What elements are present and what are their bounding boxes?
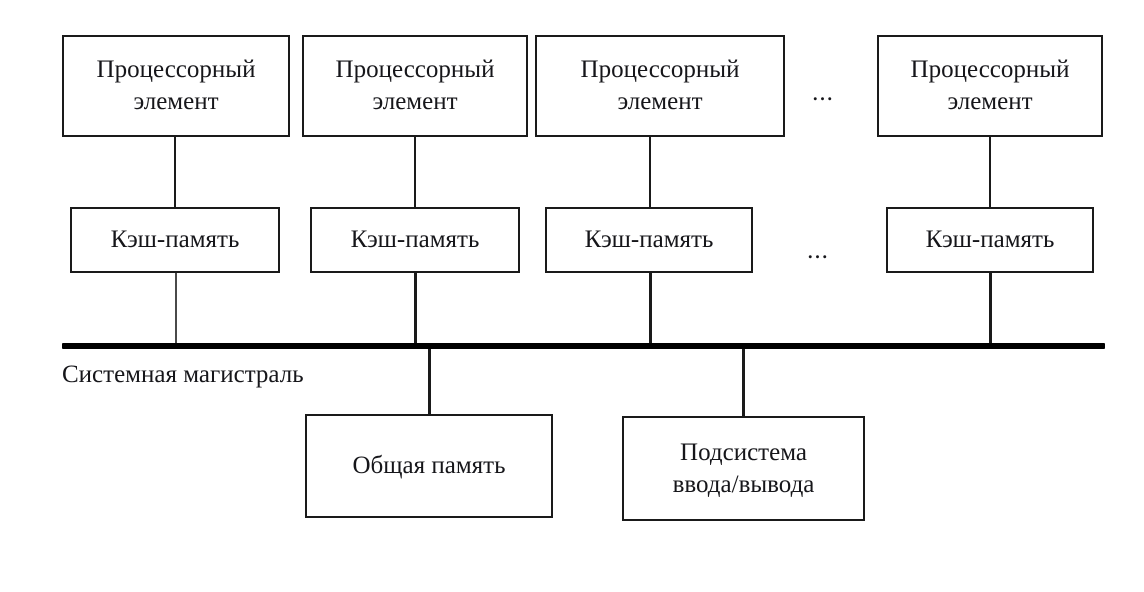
cache-memory-box-3: Кэш-память: [545, 207, 753, 273]
cache-memory-label-1: Кэш-память: [110, 226, 240, 253]
connector-cache-bus-3: [649, 273, 652, 346]
system-bus-line: [62, 343, 1105, 349]
connector-processor-cache-1: [174, 137, 176, 207]
system-bus-label: Системная магистраль: [62, 361, 304, 388]
connector-cache-bus-1: [175, 273, 177, 346]
connector-processor-cache-4: [989, 137, 991, 207]
connector-bus-shared-memory: [428, 348, 431, 415]
processor-row-ellipsis: ...: [812, 79, 834, 106]
cache-row-ellipsis: ...: [807, 237, 829, 264]
connector-processor-cache-2: [414, 137, 416, 207]
shared-memory-label: Общая память: [352, 452, 506, 479]
cache-memory-box-2: Кэш-память: [310, 207, 520, 273]
cache-memory-label-3: Кэш-память: [584, 226, 714, 253]
connector-cache-bus-2: [414, 273, 417, 346]
cache-memory-label-4: Кэш-память: [925, 226, 1055, 253]
cache-memory-box-4: Кэш-память: [886, 207, 1094, 273]
connector-cache-bus-4: [989, 273, 992, 346]
connector-processor-cache-3: [649, 137, 651, 207]
shared-memory-box: Общая память: [305, 414, 553, 518]
connector-bus-io-subsystem: [742, 348, 745, 417]
cache-memory-box-1: Кэш-память: [70, 207, 280, 273]
cache-memory-label-2: Кэш-память: [350, 226, 480, 253]
